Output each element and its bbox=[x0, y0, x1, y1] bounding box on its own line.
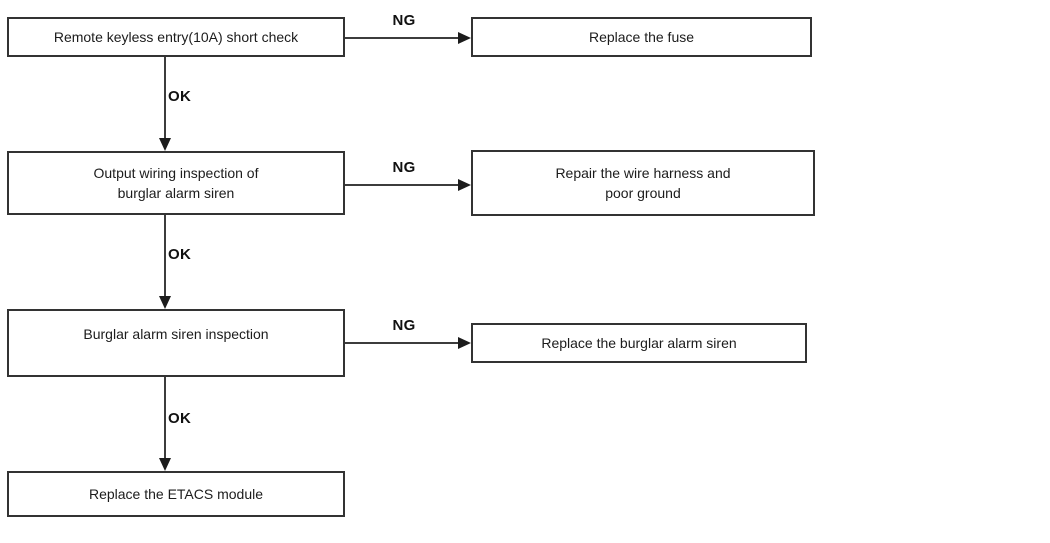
ng-edge-1-line bbox=[345, 37, 459, 39]
flow-node-replace-siren: Replace the burglar alarm siren bbox=[471, 323, 807, 363]
edge-label-ok-1: OK bbox=[168, 88, 192, 105]
arrow-down-icon bbox=[159, 296, 171, 309]
flow-node-repair-harness: Repair the wire harness and poor ground bbox=[471, 150, 815, 216]
ok-edge-3-line bbox=[164, 377, 166, 459]
flow-node-replace-etacs: Replace the ETACS module bbox=[7, 471, 345, 517]
edge-label-ng-2: NG bbox=[392, 159, 416, 176]
flow-node-replace-fuse: Replace the fuse bbox=[471, 17, 812, 57]
ng-edge-3-line bbox=[345, 342, 459, 344]
flow-node-remote-keyless-check: Remote keyless entry(10A) short check bbox=[7, 17, 345, 57]
edge-label-ng-1: NG bbox=[392, 12, 416, 29]
ok-edge-2-line bbox=[164, 215, 166, 297]
arrow-down-icon bbox=[159, 138, 171, 151]
flow-node-siren-inspection: Burglar alarm siren inspection bbox=[7, 309, 345, 377]
arrow-right-icon bbox=[458, 337, 471, 349]
edge-label-ng-3: NG bbox=[392, 317, 416, 334]
arrow-down-icon bbox=[159, 458, 171, 471]
arrow-right-icon bbox=[458, 32, 471, 44]
arrow-right-icon bbox=[458, 179, 471, 191]
flow-node-output-wiring-inspection: Output wiring inspection of burglar alar… bbox=[7, 151, 345, 215]
ng-edge-2-line bbox=[345, 184, 459, 186]
ok-edge-1-line bbox=[164, 57, 166, 139]
edge-label-ok-3: OK bbox=[168, 410, 192, 427]
edge-label-ok-2: OK bbox=[168, 246, 192, 263]
